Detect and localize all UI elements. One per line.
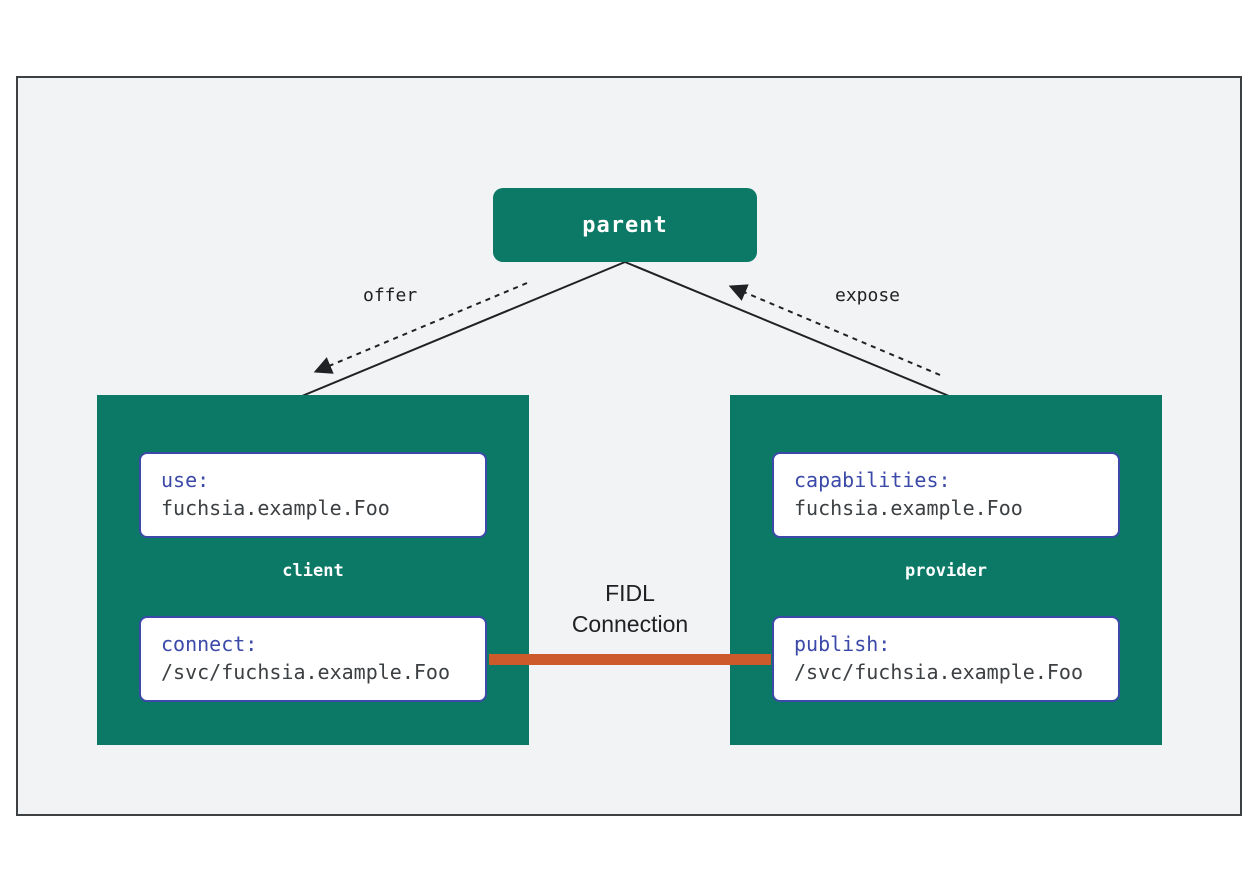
capabilities-key: capabilities:	[794, 468, 951, 492]
parent-label: parent	[582, 212, 668, 238]
offer-label: offer	[363, 285, 418, 306]
client-component: use: fuchsia.example.Foo client connect:…	[97, 395, 529, 745]
fidl-connection-label: FIDL Connection	[545, 578, 715, 640]
parent-component: parent	[493, 188, 757, 262]
fidl-label-line2: Connection	[571, 611, 689, 637]
connect-card: connect: /svc/fuchsia.example.Foo	[139, 616, 487, 702]
parent-client-edge	[301, 261, 626, 397]
publish-card: publish: /svc/fuchsia.example.Foo	[772, 616, 1120, 702]
use-key: use:	[161, 468, 210, 492]
provider-label: provider	[905, 561, 987, 581]
use-value: fuchsia.example.Foo	[161, 496, 390, 520]
offer-arrow	[313, 282, 528, 374]
capabilities-value: fuchsia.example.Foo	[794, 496, 1023, 520]
publish-value: /svc/fuchsia.example.Foo	[794, 660, 1083, 684]
connect-value: /svc/fuchsia.example.Foo	[161, 660, 450, 684]
expose-label: expose	[835, 285, 901, 306]
parent-provider-edge	[624, 261, 950, 397]
client-label: client	[282, 561, 344, 581]
fidl-label-line1: FIDL	[605, 580, 655, 606]
fidl-connection-line	[489, 654, 771, 665]
capabilities-card: capabilities: fuchsia.example.Foo	[772, 452, 1120, 538]
connect-key: connect:	[161, 632, 258, 656]
expose-arrow	[728, 284, 941, 376]
use-card: use: fuchsia.example.Foo	[139, 452, 487, 538]
publish-key: publish:	[794, 632, 891, 656]
provider-component: capabilities: fuchsia.example.Foo provid…	[730, 395, 1162, 745]
